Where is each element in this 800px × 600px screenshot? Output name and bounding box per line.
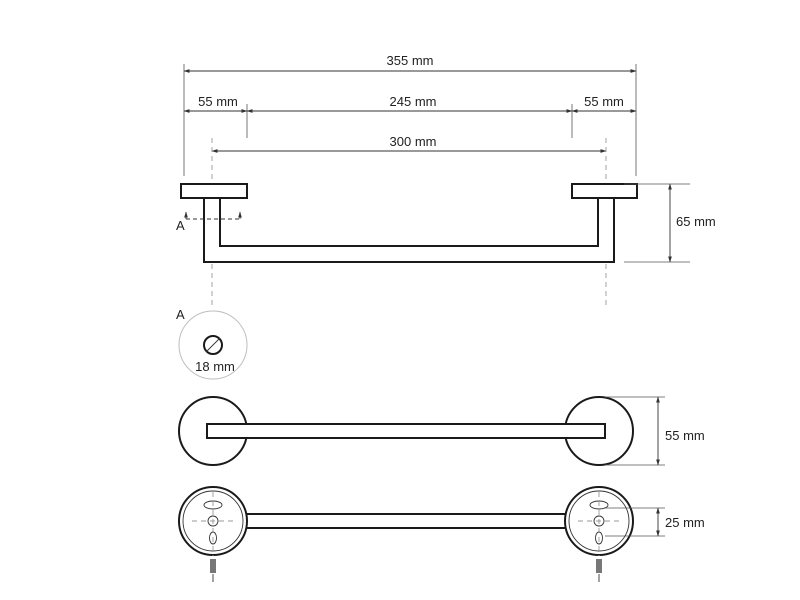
base-thickness-label: 25 mm <box>665 515 705 530</box>
top-view: 55 mm <box>178 396 705 466</box>
center-distance-label: 300 mm <box>390 134 437 149</box>
top-bar <box>206 423 606 439</box>
center-lines <box>211 138 607 306</box>
left-screw <box>210 559 216 573</box>
right-wall-plate <box>571 183 638 199</box>
detail-a-label: A <box>176 307 185 322</box>
section-marker-label: A <box>176 218 185 233</box>
bar-span-label: 245 mm <box>390 94 437 109</box>
right-base-label: 55 mm <box>584 94 624 109</box>
right-screw <box>596 559 602 573</box>
section-marker: A <box>176 211 242 233</box>
bar-outline <box>203 197 615 263</box>
base-diameter-label: 55 mm <box>665 428 705 443</box>
back-bar <box>235 513 575 529</box>
overall-length-label: 355 mm <box>387 53 434 68</box>
left-fixing <box>192 492 234 582</box>
tube-diameter-label: 18 mm <box>195 359 235 374</box>
right-fixing <box>578 492 620 582</box>
detail-a: A 18 mm <box>176 307 248 380</box>
back-view: 25 mm <box>178 486 705 582</box>
depth-dimension: 65 mm <box>624 183 716 263</box>
depth-label: 65 mm <box>676 214 716 229</box>
side-view: A <box>176 183 638 263</box>
top-dimensions: 355 mm 55 mm 245 mm 55 mm 300 mm <box>183 53 637 176</box>
left-wall-plate <box>180 183 248 199</box>
left-base-label: 55 mm <box>198 94 238 109</box>
